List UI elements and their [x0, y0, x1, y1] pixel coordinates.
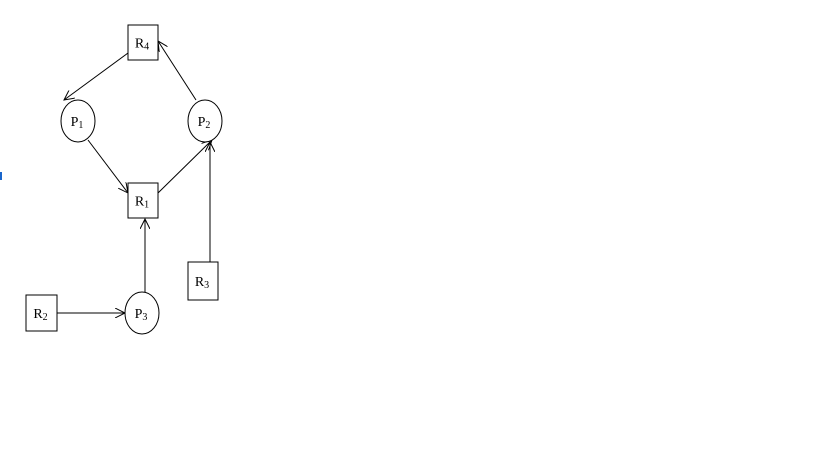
node-p2: P2	[187, 99, 223, 143]
resource-box	[187, 261, 219, 301]
node-p1: P1	[60, 99, 96, 143]
edge-r4-to-p1	[64, 52, 129, 100]
node-label: P2	[198, 115, 211, 131]
process-circle	[60, 99, 96, 143]
node-r2: R2	[25, 294, 58, 332]
process-circle	[187, 99, 223, 143]
left-edge-marker	[0, 172, 2, 180]
node-r4: R4	[127, 24, 159, 61]
process-circle	[124, 291, 160, 335]
resource-box	[127, 182, 159, 219]
edge-r1-to-p2	[157, 140, 212, 194]
resource-box	[127, 24, 159, 61]
node-label: R1	[135, 195, 149, 211]
edge-p2-to-r4	[158, 41, 197, 101]
node-label: R3	[195, 275, 209, 291]
edges	[57, 41, 212, 313]
edge-p1-to-r1	[87, 139, 128, 193]
resource-box	[25, 294, 58, 332]
node-label: R4	[135, 37, 149, 53]
node-label: P1	[71, 115, 84, 131]
node-r3: R3	[187, 261, 219, 301]
node-p3: P3	[124, 291, 160, 335]
node-label: R2	[33, 307, 47, 323]
node-r1: R1	[127, 182, 159, 219]
node-label: P3	[135, 307, 148, 323]
